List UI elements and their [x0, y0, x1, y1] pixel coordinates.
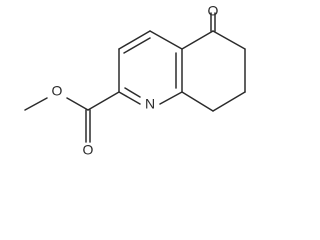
structure-canvas: O N O O [24, 3, 246, 158]
bond-c2-n1 [118, 91, 141, 105]
bond-c7-c8 [212, 91, 246, 112]
bond-n1-c8a [159, 91, 183, 105]
ring-nitrogen-label: N [145, 96, 155, 112]
bond-c4a-c4 [149, 30, 183, 50]
ketone-oxygen-label: O [208, 3, 219, 19]
ester-carbonyl-oxygen-label: O [83, 142, 94, 158]
bond-c4-c3 [118, 30, 151, 50]
bond-ester-carbon-ether-oxygen [66, 97, 89, 111]
bond-c2-ester-carbon [87, 91, 120, 111]
bond-c5-c6 [212, 30, 246, 50]
bond-c4-c3-inner [123, 37, 151, 54]
bond-c8-c8a [181, 91, 214, 112]
bond-ether-oxygen-methyl [24, 97, 48, 111]
bond-c2-n1-inner [124, 87, 141, 98]
bond-c5-c4a [181, 30, 214, 50]
ester-ether-oxygen-label: O [52, 83, 63, 99]
